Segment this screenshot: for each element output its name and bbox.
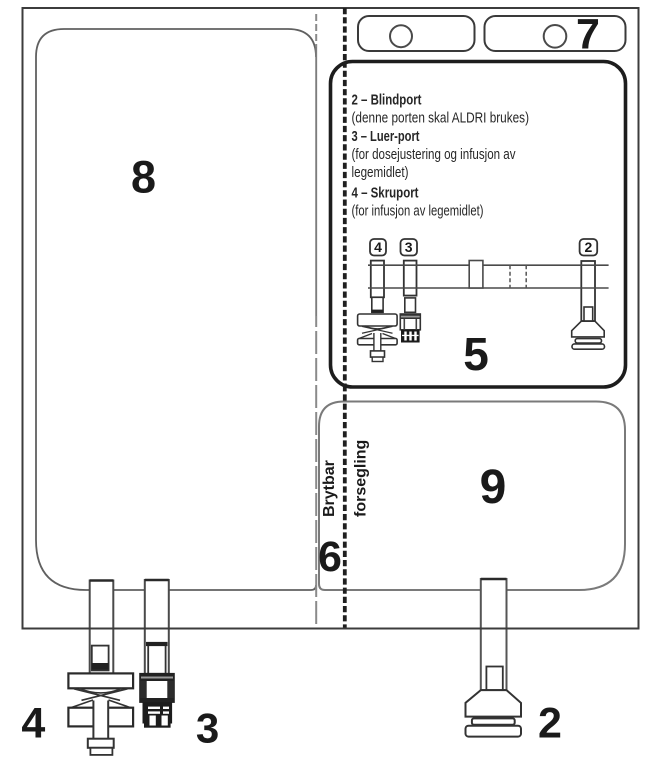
svg-text:9: 9 (480, 461, 507, 514)
svg-text:2: 2 (585, 239, 593, 255)
svg-text:2: 2 (538, 700, 562, 748)
svg-text:4 – Skruport: 4 – Skruport (352, 185, 419, 202)
svg-text:forsegling: forsegling (353, 440, 370, 517)
svg-text:4: 4 (21, 700, 45, 748)
svg-text:(denne porten skal ALDRI bruke: (denne porten skal ALDRI brukes) (352, 110, 530, 127)
svg-text:7: 7 (576, 11, 600, 59)
svg-text:legemidlet): legemidlet) (352, 164, 409, 181)
svg-text:3 – Luer-port: 3 – Luer-port (352, 128, 420, 145)
svg-text:2 – Blindport: 2 – Blindport (352, 92, 422, 109)
svg-text:(for infusjon av legemidlet): (for infusjon av legemidlet) (352, 203, 484, 220)
svg-text:Brytbar: Brytbar (321, 460, 338, 517)
svg-text:3: 3 (196, 705, 219, 752)
svg-text:8: 8 (131, 151, 156, 202)
svg-text:5: 5 (463, 328, 489, 380)
svg-text:(for dosejustering og infusjon: (for dosejustering og infusjon av (352, 146, 516, 163)
svg-text:4: 4 (374, 239, 382, 255)
svg-text:6: 6 (318, 533, 342, 581)
svg-text:3: 3 (405, 239, 413, 255)
